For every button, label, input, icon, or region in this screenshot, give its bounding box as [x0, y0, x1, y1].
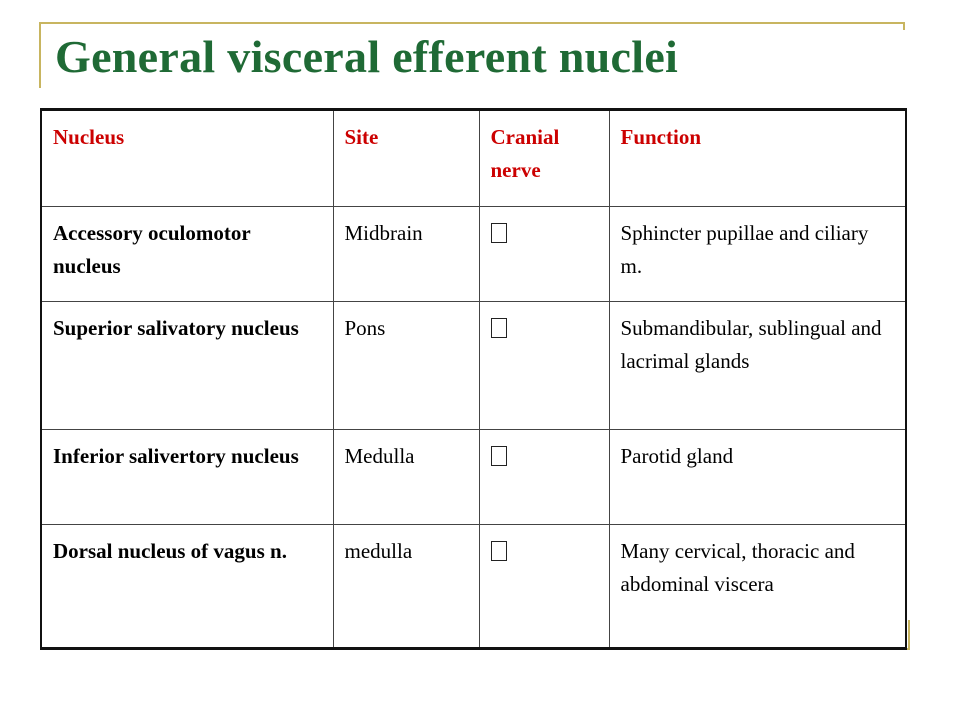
cell-nucleus: Dorsal nucleus of vagus n.	[40, 524, 334, 649]
table-row: Superior salivatory nucleus Pons Submand…	[40, 301, 907, 430]
missing-glyph-icon	[490, 446, 507, 466]
cell-cranial-nerve	[478, 524, 610, 649]
cell-cranial-nerve	[478, 429, 610, 525]
nuclei-table-wrapper: Nucleus Site Cranial nerve Function Acce…	[40, 108, 907, 650]
table-row: Accessory oculomotor nucleus Midbrain Sp…	[40, 206, 907, 302]
cell-function: Sphincter pupillae and ciliary m.	[608, 206, 907, 302]
cell-site: medulla	[332, 524, 480, 649]
column-header-function: Function	[608, 109, 907, 207]
cell-site: Midbrain	[332, 206, 480, 302]
missing-glyph-icon	[490, 318, 507, 338]
table-row: Inferior salivertory nucleus Medulla Par…	[40, 429, 907, 525]
cell-cranial-nerve	[478, 301, 610, 430]
table-header-row: Nucleus Site Cranial nerve Function	[40, 109, 907, 207]
column-header-nucleus: Nucleus	[40, 109, 334, 207]
page-title: General visceral efferent nuclei	[55, 31, 679, 82]
cell-nucleus: Inferior salivertory nucleus	[40, 429, 334, 525]
cell-nucleus: Superior salivatory nucleus	[40, 301, 334, 430]
table-row: Dorsal nucleus of vagus n. medulla Many …	[40, 524, 907, 649]
cell-function: Many cervical, thoracic and abdominal vi…	[608, 524, 907, 649]
column-header-cranial-nerve: Cranial nerve	[478, 109, 610, 207]
column-header-site: Site	[332, 109, 480, 207]
cell-function: Submandibular, sublingual and lacrimal g…	[608, 301, 907, 430]
cell-cranial-nerve	[478, 206, 610, 302]
cell-site: Pons	[332, 301, 480, 430]
missing-glyph-icon	[490, 223, 507, 243]
cell-nucleus: Accessory oculomotor nucleus	[40, 206, 334, 302]
missing-glyph-icon	[490, 541, 507, 561]
frame-left-line	[39, 22, 41, 88]
cell-function: Parotid gland	[608, 429, 907, 525]
cell-site: Medulla	[332, 429, 480, 525]
frame-bottom-right-tick	[908, 620, 910, 650]
frame-right-tick	[903, 22, 905, 30]
frame-top-line	[41, 22, 903, 24]
nuclei-table: Nucleus Site Cranial nerve Function Acce…	[40, 108, 907, 650]
